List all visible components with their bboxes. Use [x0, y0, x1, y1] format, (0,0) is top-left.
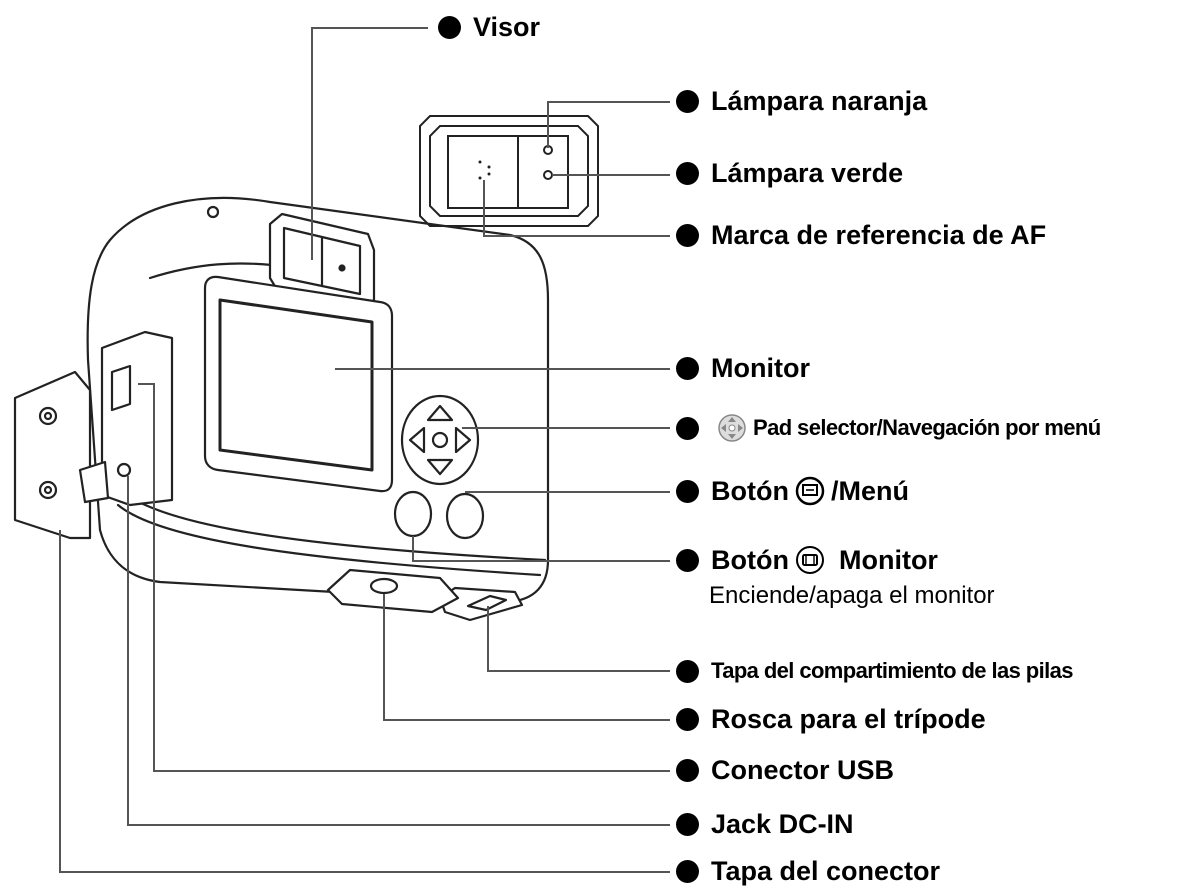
camera-illustration: [13, 196, 550, 622]
label-lampara-verde-text: Lámpara verde: [711, 158, 904, 188]
viewfinder-housing: [268, 212, 376, 308]
arrow-pad-drawing: [400, 394, 480, 486]
label-lampara-verde: Lámpara verde: [676, 158, 903, 188]
connector-compartment: [100, 330, 174, 507]
label-rosca-tripode-text: Rosca para el trípode: [711, 704, 986, 734]
label-tapa-pilas: Tapa del compartimiento de las pilas: [676, 656, 1073, 686]
bullet: [676, 479, 699, 503]
leader-boton-monitor: [412, 536, 670, 562]
label-monitor-text: Monitor: [711, 353, 810, 383]
strap-screw: [206, 205, 220, 219]
leader-conector-usb: [138, 383, 670, 772]
label-rosca-tripode: Rosca para el trípode: [676, 704, 986, 734]
leader-rosca-tripode: [383, 594, 670, 721]
usb-port-drawing: [110, 364, 132, 412]
leader-lines: [59, 27, 670, 873]
leader-tapa-conector: [59, 530, 670, 873]
bullet: [676, 812, 699, 836]
label-boton-monitor-desc: Enciende/apaga el monitor: [709, 582, 995, 609]
label-boton-monitor: Botón Monitor: [676, 545, 938, 575]
label-conector-usb-text: Conector USB: [711, 755, 895, 785]
lcd-monitor-drawing: [203, 275, 394, 493]
label-boton-monitor-suffix: Monitor: [838, 545, 938, 575]
viewfinder-detail-inset: [419, 115, 599, 227]
label-visor: Visor: [438, 12, 540, 42]
label-tapa-pilas-text: Tapa del compartimiento de las pilas: [711, 658, 1073, 683]
connector-cover-door: [13, 370, 92, 540]
bullet: [676, 416, 699, 440]
bullet: [676, 223, 699, 247]
ok-button-drawing: [445, 492, 485, 540]
label-lampara-naranja: Lámpara naranja: [676, 86, 927, 116]
label-tapa-conector: Tapa del conector: [676, 856, 940, 886]
camera-top-edge: [148, 262, 274, 280]
label-pad-selector: Pad selector/Navegación por menú: [676, 413, 1101, 443]
label-jack-dc-in-text: Jack DC-IN: [711, 809, 854, 839]
tripod-socket-drawing: [369, 577, 399, 595]
dc-in-jack-drawing: [116, 462, 132, 478]
bullet: [676, 659, 699, 683]
label-boton-ok-suffix: /Menú: [830, 476, 909, 506]
label-monitor: Monitor: [676, 353, 810, 383]
bullet: [676, 548, 699, 572]
bullet: [438, 15, 461, 39]
label-boton-ok: Botón /Menú: [676, 476, 909, 506]
label-marca-af: Marca de referencia de AF: [676, 220, 1046, 250]
label-lampara-naranja-text: Lámpara naranja: [711, 86, 928, 116]
label-marca-af-text: Marca de referencia de AF: [711, 220, 1047, 250]
label-tapa-conector-text: Tapa del conector: [711, 856, 941, 886]
monitor-button-icon: [795, 546, 824, 574]
label-jack-dc-in: Jack DC-IN: [676, 809, 854, 839]
label-visor-text: Visor: [473, 12, 541, 42]
monitor-button-drawing: [393, 490, 433, 538]
arrow-pad-icon: [718, 414, 746, 442]
bullet: [676, 758, 699, 782]
label-pad-selector-text: Pad selector/Navegación por menú: [753, 415, 1101, 440]
battery-cover-arrow: [466, 594, 508, 612]
label-boton-monitor-prefix: Botón: [711, 545, 789, 575]
camera-base-rim: [116, 503, 542, 577]
bullet: [676, 356, 699, 380]
leader-marca-af: [483, 180, 670, 237]
leader-visor: [311, 27, 428, 260]
label-conector-usb: Conector USB: [676, 755, 894, 785]
label-boton-ok-prefix: Botón: [711, 476, 789, 506]
leader-tapa-pilas: [487, 606, 670, 672]
bullet: [676, 161, 699, 185]
bullet: [676, 859, 699, 883]
leader-jack-dc-in: [127, 476, 670, 826]
bullet: [676, 707, 699, 731]
leader-lampara-naranja: [547, 101, 670, 148]
bullet: [676, 89, 699, 113]
ok-button-icon: [795, 476, 825, 506]
connector-cover-hinge: [78, 460, 110, 504]
